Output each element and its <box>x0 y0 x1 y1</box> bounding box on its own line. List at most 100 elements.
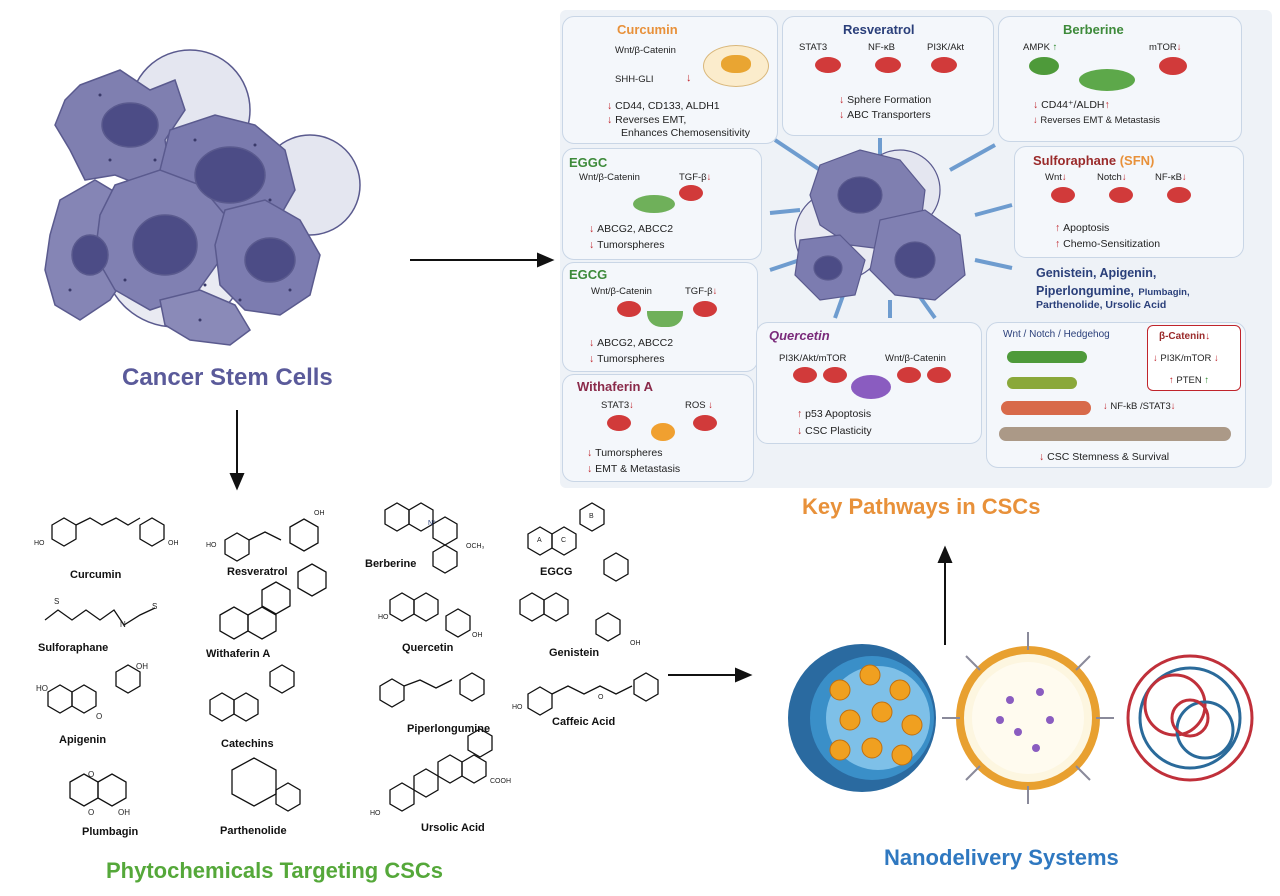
atom-label: OH <box>314 510 325 517</box>
panel-egcg: EGCG Wnt/β-Catenin TGF-β↓ ↓ ABCG2, ABCC2… <box>562 262 758 372</box>
label-stat3: STAT3↓ <box>601 400 634 411</box>
chem-curcumin: Curcumin <box>70 569 122 581</box>
label-notch: Notch↓ <box>1097 172 1127 183</box>
panel-title: Quercetin <box>769 328 830 343</box>
catechins-ring <box>209 692 235 722</box>
line-3: Parthenolide, Ursolic Acid <box>1036 299 1167 311</box>
nucleus <box>132 214 198 276</box>
label-shh-gli: SHH-GLI <box>615 74 654 85</box>
atom-label: O <box>598 694 604 701</box>
atom-label: OCH₃ <box>466 543 485 550</box>
label-wnt: Wnt/β-Catenin <box>615 45 676 56</box>
effect-1: ↑ p53 Apoptosis <box>797 408 872 420</box>
burst-icon <box>651 423 675 441</box>
quercetin-ring <box>413 592 439 622</box>
ursolic-ring <box>437 754 463 784</box>
effect-2: ↓ Tumorspheres <box>589 239 665 251</box>
panel-title: Sulforaphane (SFN) <box>1033 153 1155 168</box>
atom-label: OH <box>118 808 130 817</box>
beta-box <box>1147 325 1241 391</box>
label-pi3k: PI3K/Akt/mTOR <box>779 353 847 364</box>
atom-label: C <box>561 537 567 544</box>
receptor-icon <box>931 57 957 73</box>
atom-label: OH <box>168 540 179 547</box>
chem-resveratrol: Resveratrol <box>227 566 288 578</box>
receptor-icon <box>1159 57 1187 75</box>
apigenin-ring <box>47 684 73 714</box>
atom-label: OH <box>472 632 483 639</box>
label-ros: ROS ↓ <box>685 400 713 411</box>
effect-1: ↑ Apoptosis <box>1055 222 1110 234</box>
effect-2: ↑ Chemo-Sensitization <box>1055 238 1161 250</box>
ursolic-ring <box>467 728 493 758</box>
atom-label: N <box>120 620 126 629</box>
parthenolide-ring <box>275 782 301 812</box>
vegetable-row-icon <box>1001 401 1091 415</box>
tea-cup-icon <box>647 311 683 327</box>
withaferin-ring <box>247 606 277 640</box>
signal-icon <box>1007 351 1087 363</box>
atom-label: O <box>88 770 95 779</box>
resveratrol-ring-left <box>224 532 250 562</box>
atom-label: N⁺ <box>428 520 437 527</box>
panel-resveratrol: Resveratrol STAT3 NF-κB PI3K/Akt ↓ Spher… <box>782 16 994 136</box>
polymer-nanoparticle <box>1126 654 1254 782</box>
caffeic-ring <box>527 686 553 716</box>
chem-plumbagin: Plumbagin <box>82 826 139 838</box>
ursolic-ring <box>461 754 487 784</box>
receptor-icon <box>875 57 901 73</box>
label-wnt: Wnt↓ <box>1045 172 1067 183</box>
pten-label: ↑ PTEN ↑ <box>1169 375 1210 386</box>
atom-label: HO <box>206 542 217 549</box>
phyto-title: Phytochemicals Targeting CSCs <box>106 858 444 883</box>
panel-title: Withaferin A <box>577 379 653 394</box>
arrowhead <box>735 667 753 683</box>
atom-label: HO <box>512 704 523 711</box>
egcg-ring-b <box>579 502 605 532</box>
atom-label: COOH <box>490 778 511 785</box>
piperlongumine-ring <box>379 678 405 708</box>
atom-label: B <box>589 513 594 520</box>
piperlongumine-chain <box>403 679 453 689</box>
signal-icon <box>1007 377 1077 389</box>
chem-sulforaphane: Sulforaphane <box>38 642 109 654</box>
header: Wnt / Notch / Hedgehog <box>1003 329 1110 340</box>
chem-ursolic: Ursolic Acid <box>421 822 485 834</box>
genistein-ring <box>543 592 569 622</box>
chem-piperlongumine: Piperlongumine <box>407 723 491 735</box>
effect-2: ↓ ABC Transporters <box>839 109 931 121</box>
ursolic-ring <box>413 768 439 798</box>
panel-withaferin: Withaferin A STAT3↓ ROS ↓ ↓ Tumorspheres… <box>562 374 754 482</box>
pi3k-label: ↓ PI3K/mTOR ↓ <box>1153 353 1219 364</box>
plumbagin-ring <box>97 773 127 807</box>
curcumin-chain <box>75 517 141 526</box>
arrowhead <box>537 252 555 268</box>
effect-2: ↓ Tumorspheres <box>589 353 665 365</box>
receptor-icon <box>793 367 817 383</box>
radial-arrows <box>769 138 1013 320</box>
atom-label: HO <box>34 540 45 547</box>
egcg-gallate-ring <box>603 552 629 582</box>
arrowhead <box>937 545 953 563</box>
cell-dots <box>68 93 292 322</box>
chem-quercetin: Quercetin <box>402 642 454 654</box>
label-wnt: Wnt/β-Catenin <box>591 286 652 297</box>
peg-chains <box>942 632 1114 804</box>
down-arrow-icon: ↓ <box>686 72 692 84</box>
effect-3: Enhances Chemosensitivity <box>621 127 750 139</box>
atom-label: S <box>54 597 60 606</box>
egcg-ring-c <box>551 526 577 556</box>
receptor-icon <box>1029 57 1059 75</box>
panel-title: EGCG <box>569 267 608 282</box>
footer: ↓ CSC Stemness & Survival <box>1039 451 1170 463</box>
cell-icon <box>851 375 891 399</box>
line-2: Piperlongumine, Plumbagin, <box>1036 284 1190 298</box>
chem-catechins: Catechins <box>221 738 274 750</box>
nano-title: Nanodelivery Systems <box>884 845 1119 870</box>
effect-1: ↓ ABCG2, ABCC2 <box>589 223 674 235</box>
quercetin-ring <box>445 608 471 638</box>
